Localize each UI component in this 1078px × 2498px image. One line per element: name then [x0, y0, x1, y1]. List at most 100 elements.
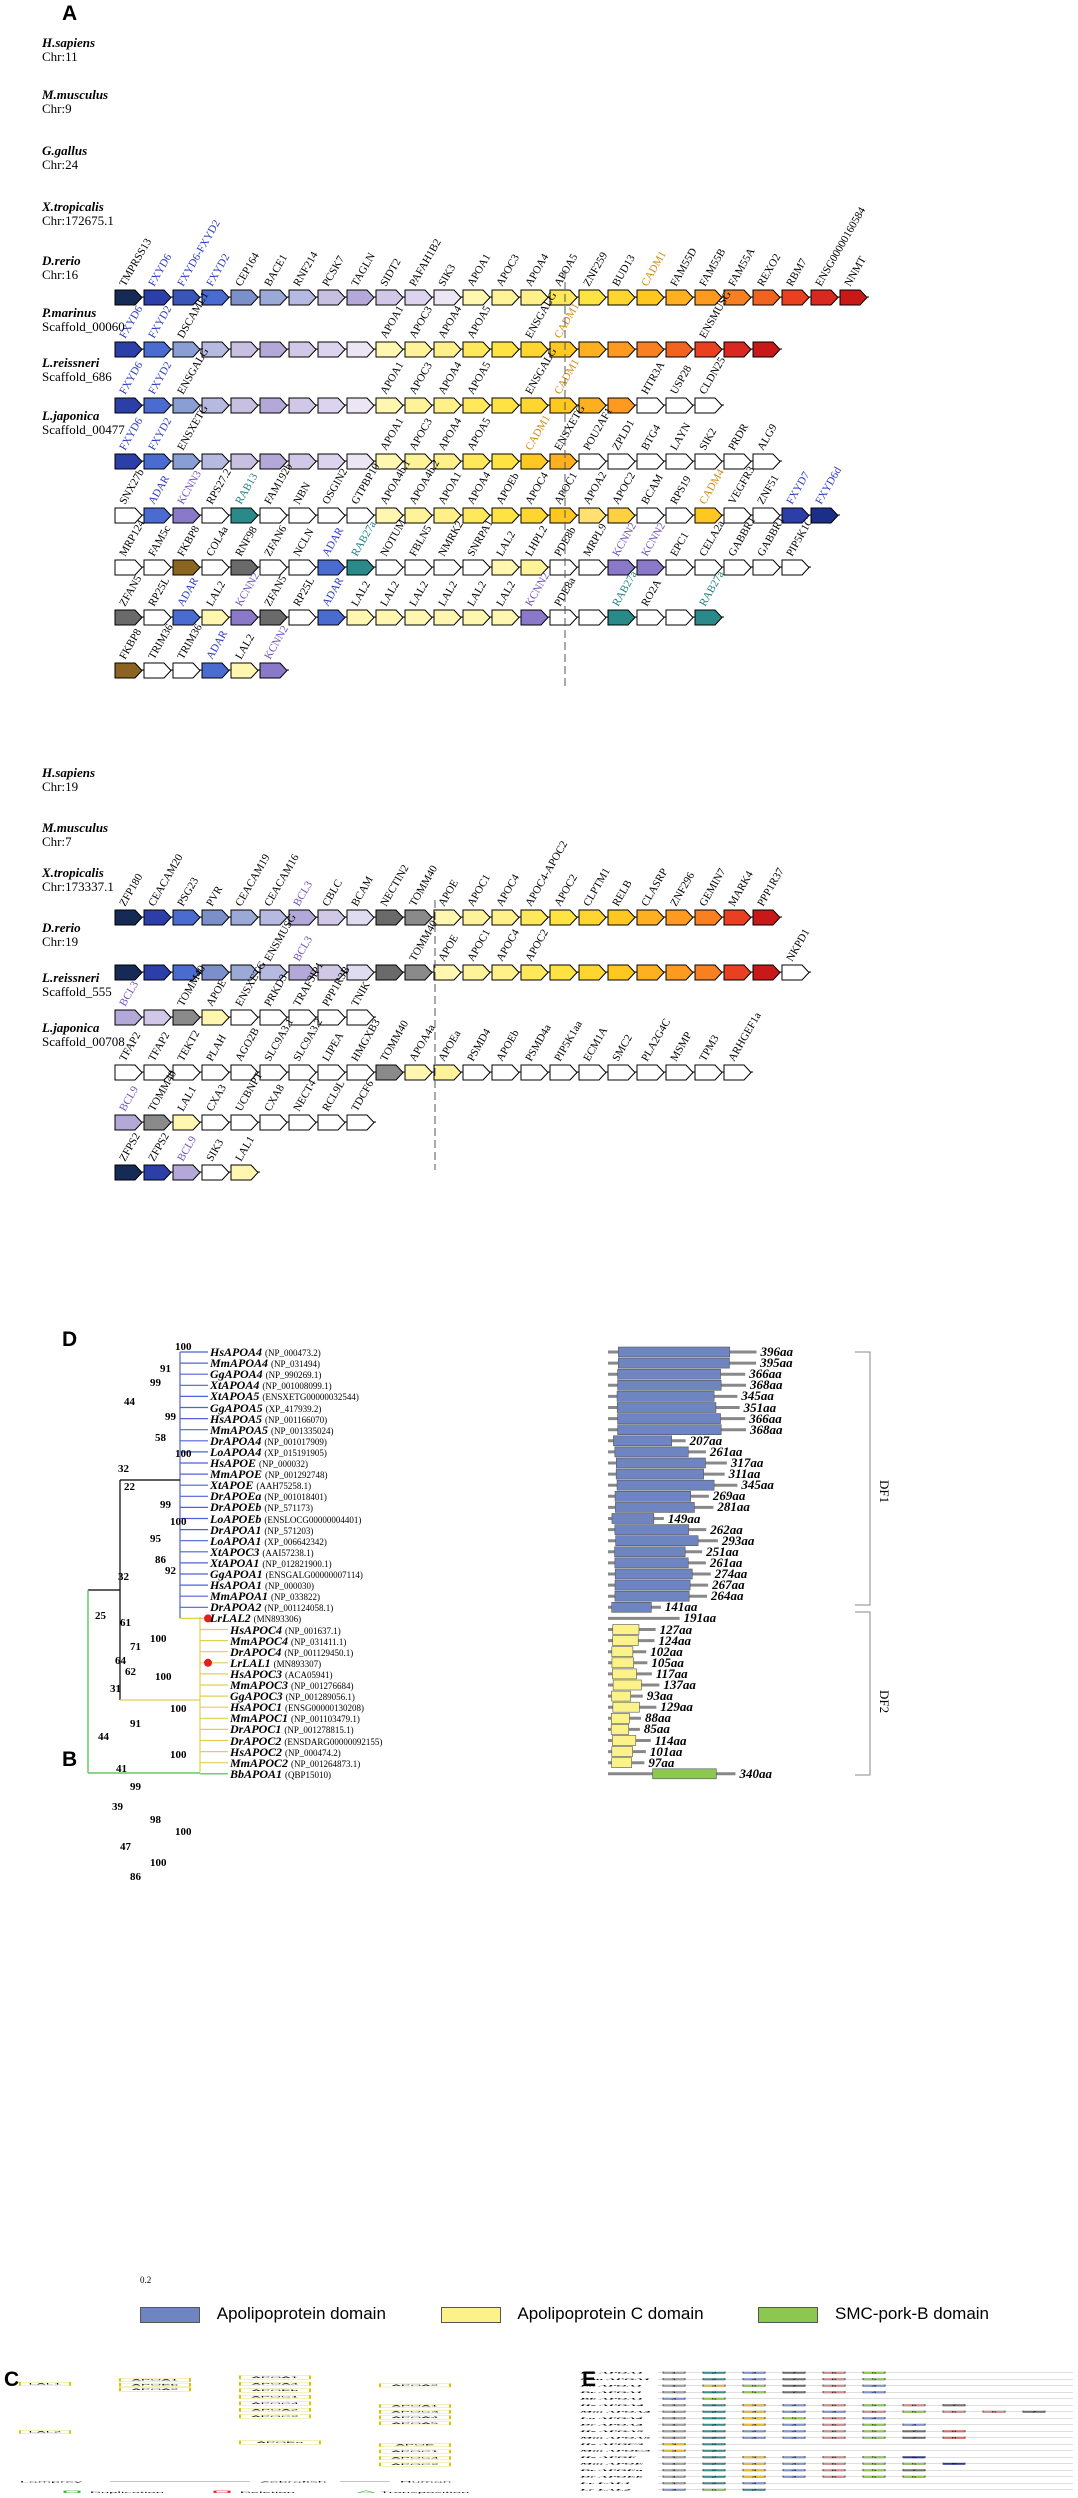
exon-number: 3 — [751, 2470, 757, 2471]
protein-domain — [615, 1535, 699, 1546]
taxon-accession: (NP_001103479.1) — [291, 1714, 360, 1725]
gene-label: KCNN2 — [262, 624, 291, 662]
taxon-accession: (NP_001018401) — [264, 1492, 327, 1503]
exon-box — [662, 2436, 686, 2439]
taxon-accession: (MN893307) — [273, 1658, 322, 1669]
chr16-gene-box-label: APOEb — [252, 2390, 299, 2392]
gene-arrow — [114, 1114, 143, 1131]
gene-arrow — [549, 341, 578, 358]
taxon-species: MmAPOE — [210, 1467, 263, 1482]
gene-arrow — [752, 341, 781, 358]
exon-number: 3 — [751, 2411, 757, 2412]
exon-row-label: Dr APOEa — [579, 2470, 643, 2472]
gene-label: VEGFR3 — [726, 464, 757, 506]
taxon-accession: (NP_001008099.1) — [262, 1381, 332, 1392]
exon-row-label: Mm APOC3 — [579, 2450, 651, 2452]
gene-label: ZFAN5 — [117, 573, 144, 608]
exon-number: 5 — [751, 2385, 757, 2386]
protein-domain — [612, 1701, 640, 1713]
taxon-label: MmAPOC2 (NP_001264873.1) — [230, 1756, 360, 1771]
legend-smc-label: SMC-pork-B domain — [835, 2304, 990, 2323]
gene-arrow — [143, 909, 172, 926]
exon-number: 3 — [751, 2463, 757, 2464]
exon-box — [862, 2371, 886, 2374]
exon-number: 4 — [671, 2398, 677, 2399]
gene-arrow — [665, 341, 694, 358]
deletion-icon — [213, 2490, 231, 2493]
gene-arrow — [752, 507, 781, 524]
exon-box — [662, 2488, 686, 2491]
exon-number: 4 — [791, 2476, 797, 2477]
gene-arrow — [694, 341, 723, 358]
gene-label: BCAM — [349, 874, 376, 908]
taxon-species: DrAPOEa — [210, 1489, 262, 1504]
taxon-label: MmAPOA5 (NP_001335024) — [210, 1423, 334, 1438]
exon-box — [862, 2410, 886, 2413]
gene-label: PRDR — [726, 421, 751, 452]
exon-number: 4 — [791, 2470, 797, 2471]
species-name: H.sapiens — [42, 35, 96, 50]
gene-label: NNMT — [842, 254, 869, 288]
exon-number: 1 — [671, 2405, 677, 2406]
protein-length: 345aa — [741, 1388, 774, 1404]
gene-label: FAM55D — [668, 246, 699, 288]
gene-arrow — [172, 909, 201, 926]
exon-number: 2 — [711, 2483, 717, 2484]
taxon-label: LoAPOA4 (XP_015191905) — [210, 1445, 327, 1460]
gene-label: CLDN25 — [697, 355, 728, 397]
exon-number: 1 — [671, 2379, 677, 2380]
taxon-species: DrAPOA1 — [210, 1522, 262, 1537]
gene-arrow — [491, 289, 520, 306]
exon-number: 2 — [711, 2424, 717, 2425]
exon-box — [662, 2397, 686, 2400]
gene-arrow — [607, 289, 636, 306]
gene-arrow — [491, 909, 520, 926]
gene-arrow — [201, 1064, 230, 1081]
gene-arrow — [752, 964, 781, 981]
gene-label: LAL2 — [204, 579, 228, 608]
chromosome-name: Chr:19 — [42, 934, 79, 949]
exon-box — [862, 2417, 886, 2420]
taxon-species: MmAPOC1 — [230, 1711, 289, 1726]
exon-box — [822, 2423, 846, 2426]
gene-arrow — [259, 1009, 288, 1026]
gene-label: ALG9 — [755, 422, 780, 453]
gene-label: ZFPS2 — [146, 1131, 172, 1163]
gene-arrow — [578, 609, 607, 626]
protein-domain — [615, 1468, 704, 1480]
protein-length: 97aa — [648, 1754, 675, 1770]
species-name: M.musculus — [42, 820, 109, 835]
protein-length: 101aa — [649, 1743, 683, 1759]
exon-row-label: Hs APOA1 — [579, 2372, 644, 2374]
exon-box — [662, 2462, 686, 2465]
gene-arrow — [607, 453, 636, 470]
gene-arrow — [433, 507, 462, 524]
exon-number: 4 — [751, 2431, 757, 2432]
df2-label: DF2 — [877, 1690, 892, 1713]
gene-arrow — [636, 507, 665, 524]
chromosome-name: Scaffold_555 — [42, 984, 112, 999]
exon-number: 1 — [671, 2372, 677, 2373]
exon-number: 4 — [791, 2457, 797, 2458]
exon-box — [742, 2404, 766, 2407]
chr16-gene-box — [239, 2395, 311, 2399]
gene-arrow — [143, 397, 172, 414]
exon-row-label: Dr APOEb — [579, 2476, 643, 2478]
chr16-gene-box — [239, 2388, 311, 2393]
taxon-species: HsAPOA1 — [210, 1578, 263, 1593]
hchr11-gene-box — [379, 2409, 451, 2414]
exon-number: 4 — [871, 2418, 877, 2419]
exon-number: 3 — [671, 2450, 677, 2451]
bootstrap-value: 100 — [175, 1341, 192, 1353]
gene-label: ZFPS2 — [117, 1131, 143, 1163]
gene-label: NECT4 — [291, 1077, 319, 1113]
exon-number: 2 — [711, 2457, 717, 2458]
gene-arrow — [143, 1009, 172, 1026]
taxon-accession: (NP_001129450.1) — [284, 1647, 354, 1658]
gene-label: APOC4 — [523, 470, 551, 507]
bootstrap-value: 100 — [170, 1516, 187, 1528]
exon-box — [902, 2430, 926, 2433]
protein-length: 105aa — [651, 1654, 684, 1670]
